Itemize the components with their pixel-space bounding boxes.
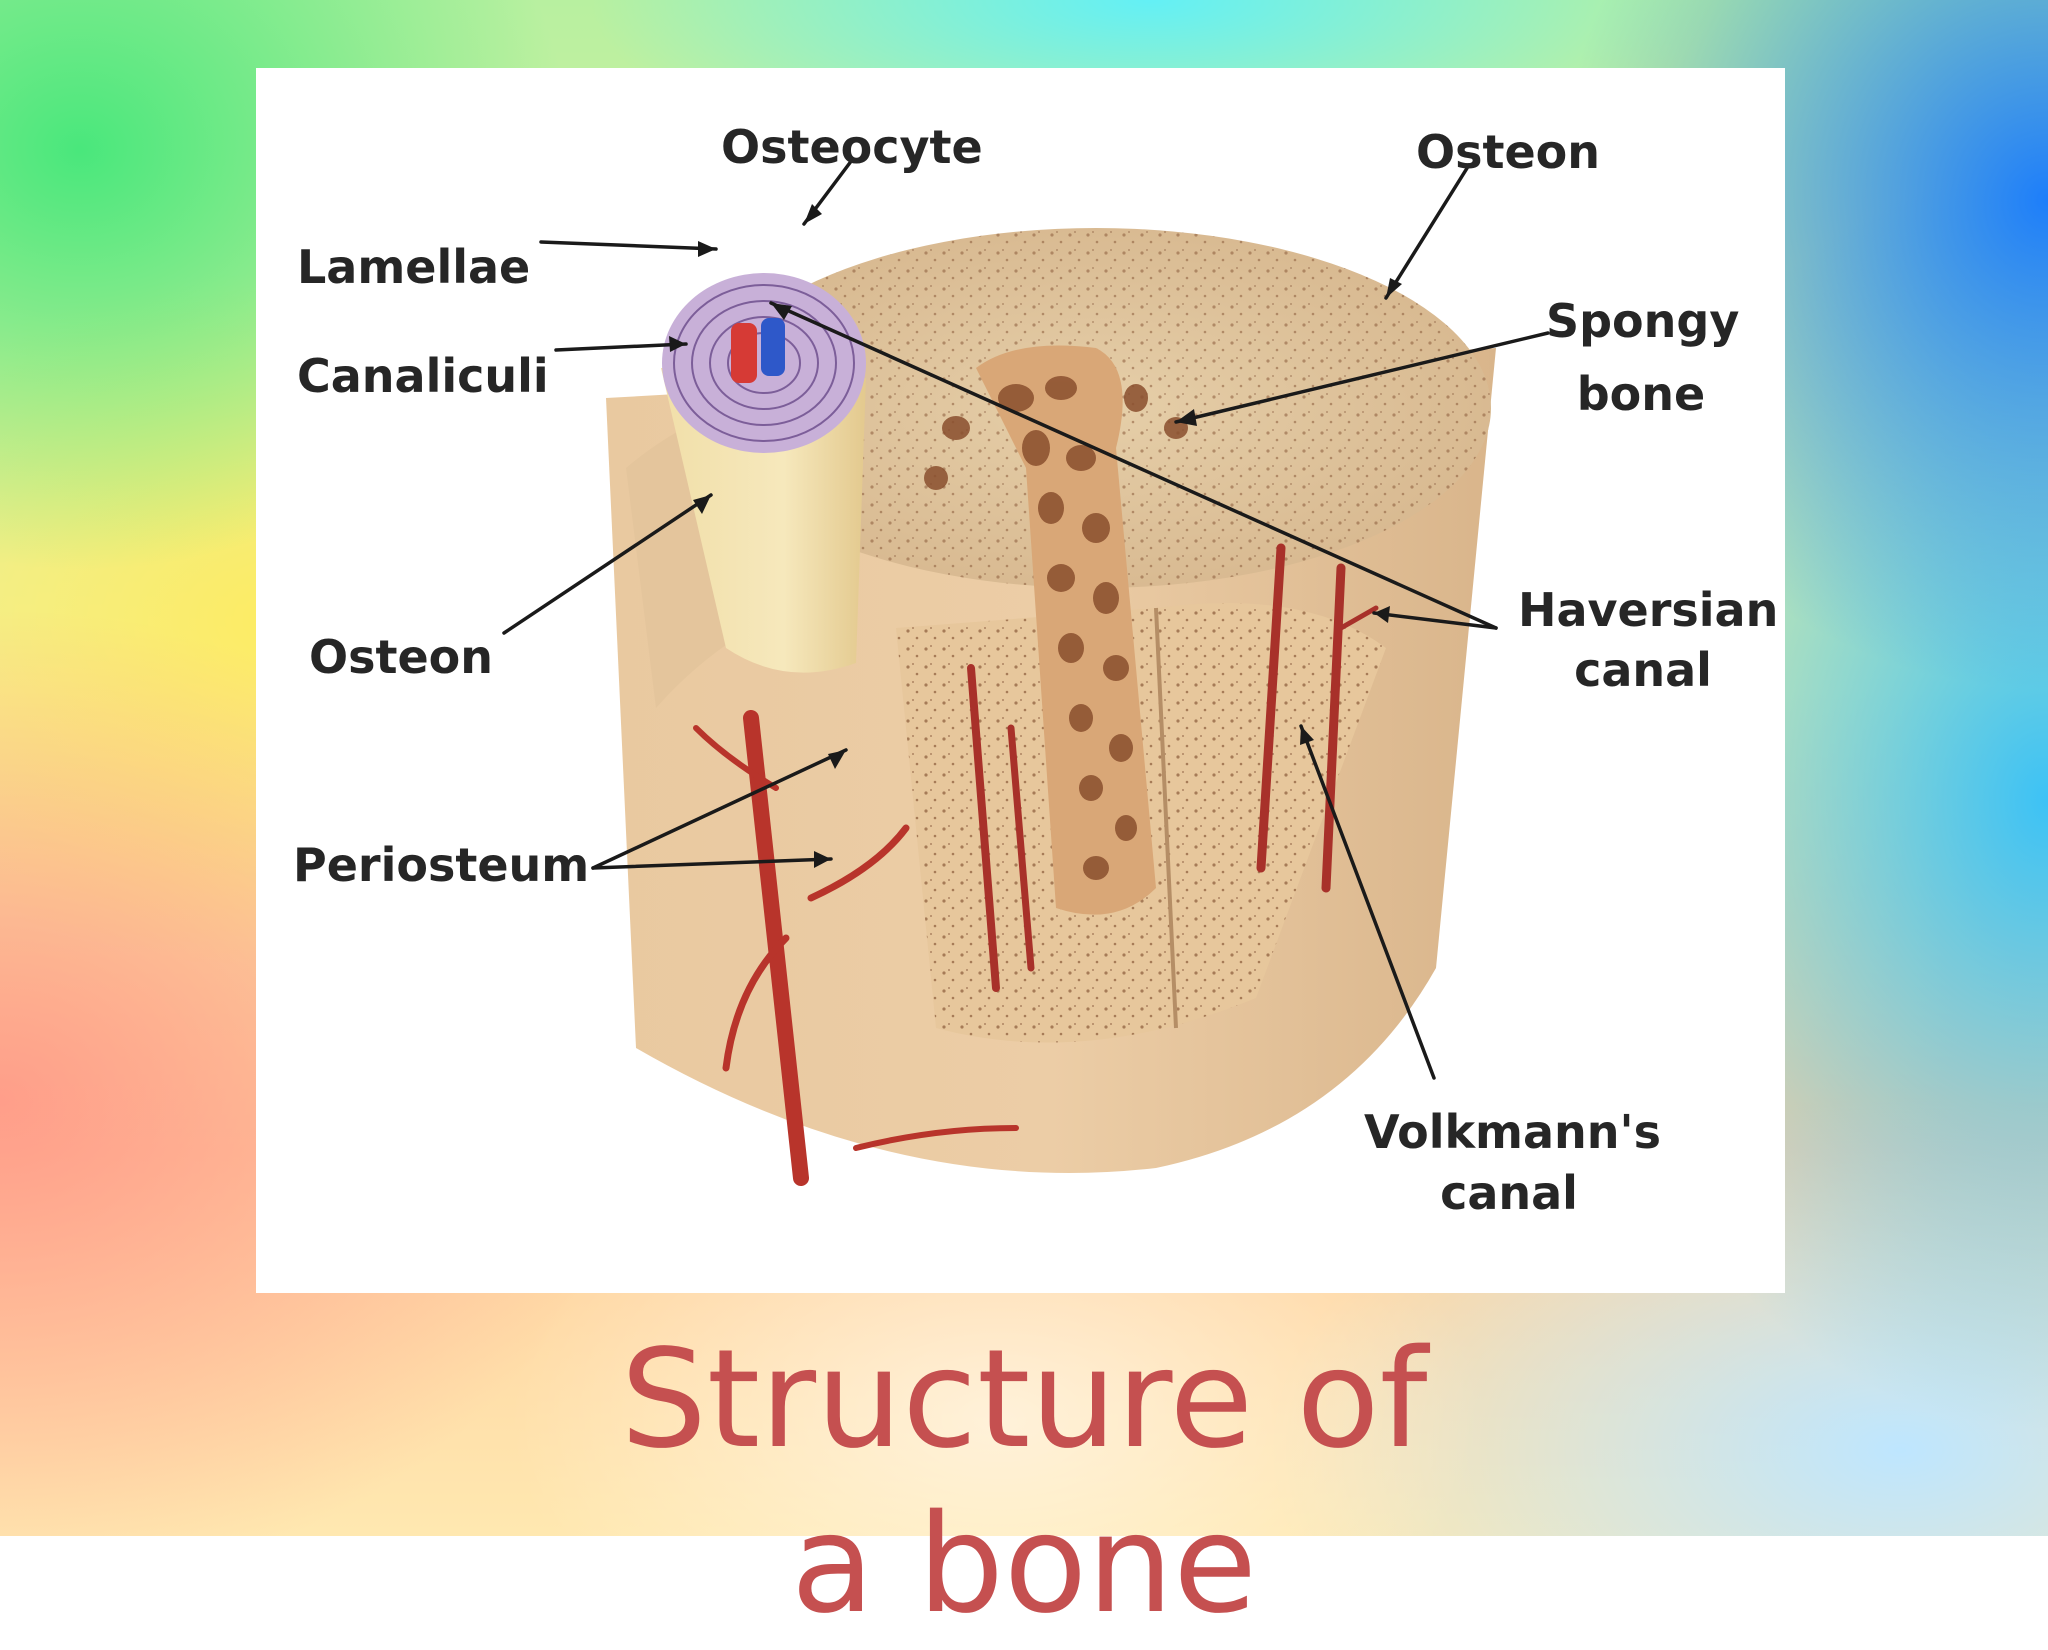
label-volkmann-line2: canal [1440,1166,1578,1220]
label-haversian-line2: canal [1574,643,1712,697]
arrow-heads [669,204,1402,868]
label-canaliculi: Canaliculi [297,349,549,403]
leader-lines [502,158,1550,1080]
slide-title-line1: Structure of [620,1321,1428,1479]
label-periosteum: Periosteum [293,838,590,892]
slide-title-line2: a bone [791,1486,1257,1644]
diagram-panel: Osteocyte Osteon Lamellae Canaliculi Spo… [256,68,1785,1293]
osteon-cylinder [661,368,866,673]
label-lamellae: Lamellae [297,240,531,294]
periosteum-artery [693,710,1019,1186]
label-osteocyte: Osteocyte [721,120,983,174]
spongy-bone-column [924,345,1188,915]
vein-blue [761,318,785,376]
label-spongy-bone-line2: bone [1576,367,1706,421]
artery-red [731,323,757,383]
label-haversian-line1: Haversian [1518,583,1779,637]
label-osteon-left: Osteon [309,630,494,684]
bone-illustration [502,158,1550,1186]
label-spongy-bone-line1: Spongy [1546,294,1740,348]
haversian-vessels [967,543,1379,992]
label-osteon-top: Osteon [1416,125,1601,179]
label-volkmann-line1: Volkmann's [1364,1105,1661,1159]
